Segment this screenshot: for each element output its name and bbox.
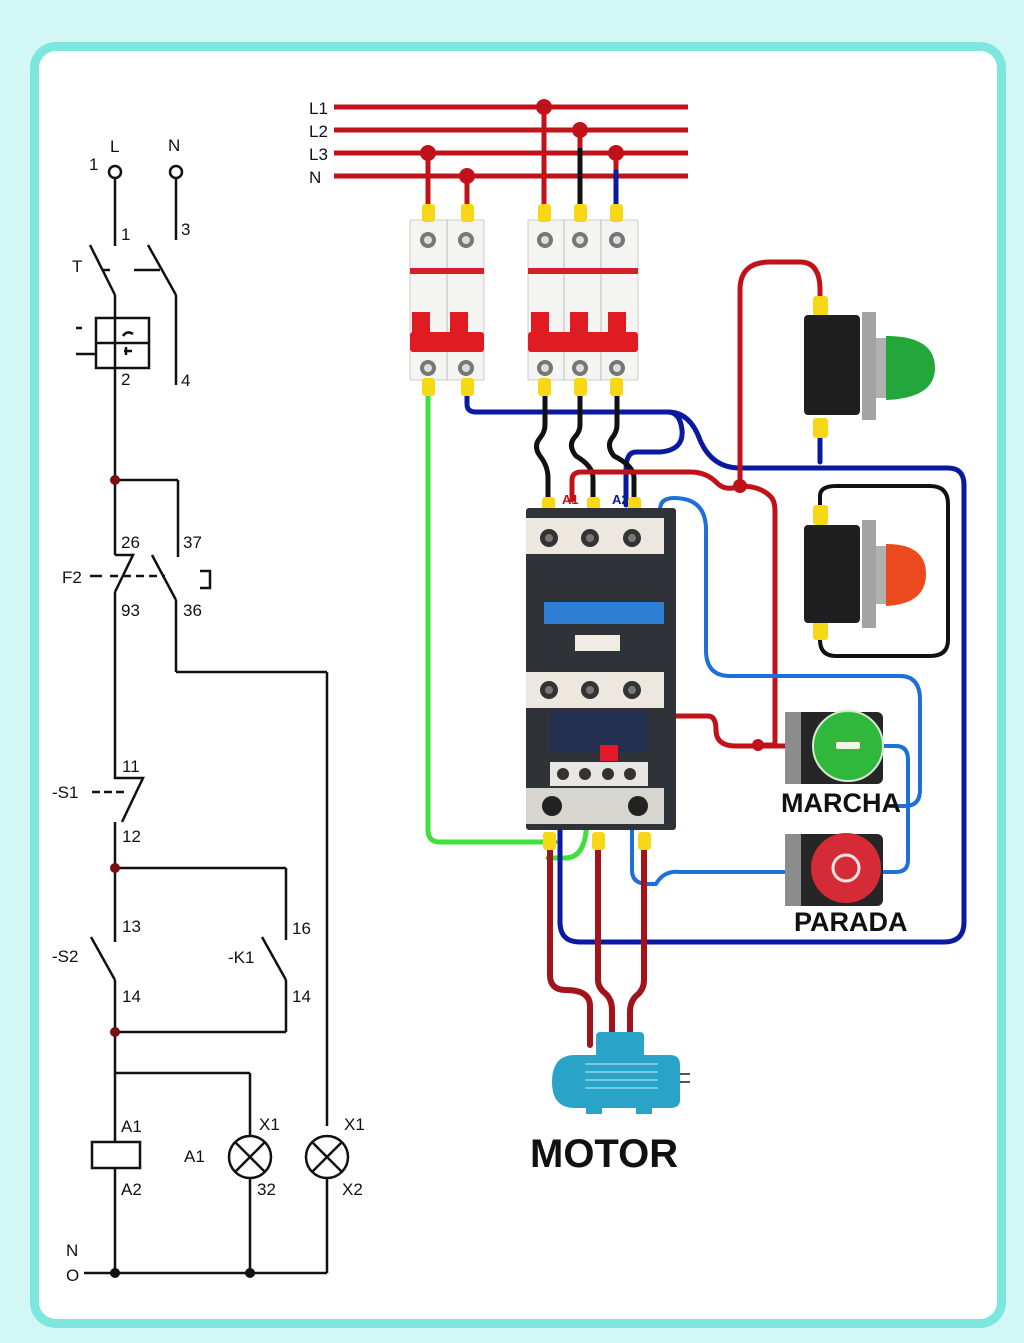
neutral-return-label: N (66, 1241, 78, 1260)
motor-lead-w (627, 842, 647, 1048)
junction-dots (110, 475, 255, 1278)
bus-label-l2: L2 (309, 122, 328, 141)
overload-nc-contact (113, 553, 135, 593)
wire-l3 (606, 392, 637, 503)
neutral-terminal (168, 164, 184, 180)
contactor-k1 (526, 508, 676, 830)
wire-control-red (569, 469, 778, 748)
motor-label: MOTOR (530, 1132, 678, 1176)
s1-label: -S1 (52, 783, 78, 802)
start-button-label: MARCHA (781, 788, 901, 818)
breaker-terminal-4: 4 (181, 371, 190, 390)
coil-a2-label: A2 (121, 1180, 142, 1199)
bus-labels: L1 L2 L3 N (309, 99, 328, 187)
f2-terminal-36: 36 (183, 601, 202, 620)
f2-terminal-93: 93 (121, 601, 140, 620)
pilot-light-red (804, 520, 926, 628)
coil-label-a2: A2 (612, 492, 629, 507)
breaker-2p (409, 219, 485, 381)
start-s2-contact (89, 936, 117, 981)
neutral-return-terminal: O (66, 1266, 79, 1285)
stop-button[interactable] (785, 833, 883, 906)
lamp2-bottom-label: X2 (342, 1180, 363, 1199)
coil-a1-label: A1 (121, 1117, 142, 1136)
bus-drops (425, 107, 619, 205)
breaker-3p (527, 219, 639, 381)
line-terminal (107, 164, 123, 180)
bus-label-l1: L1 (309, 99, 328, 118)
supply-number: 1 (89, 155, 98, 174)
s1-terminal-11: 11 (122, 757, 140, 776)
wire-neutral (464, 392, 967, 945)
breaker-terminal-1: 1 (121, 225, 130, 244)
wire-joint (752, 739, 764, 751)
k1-label: -K1 (228, 948, 254, 967)
wire-l1 (534, 392, 551, 503)
coil-labels: A1 A2 (562, 492, 629, 507)
lamp2-top-label: X1 (344, 1115, 365, 1134)
breaker-terminal-2: 2 (121, 370, 130, 389)
stop-s1-contact (113, 760, 145, 823)
s2-terminal-14: 14 (122, 987, 141, 1006)
motor-lead-u (547, 842, 593, 1048)
start-button[interactable] (785, 710, 884, 784)
terminal-ferrules (422, 204, 828, 850)
overload-relay (550, 712, 648, 752)
diagram-frame (30, 42, 1006, 1328)
line-label: L (110, 137, 119, 156)
contactor-coil (90, 1140, 142, 1170)
f2-label: F2 (62, 568, 82, 587)
f2-terminal-37: 37 (183, 533, 202, 552)
stop-button-label: PARADA (794, 907, 908, 937)
f2-terminal-26: 26 (121, 533, 140, 552)
wire-joint (733, 479, 747, 493)
breaker-terminal-3: 3 (181, 220, 190, 239)
wire-l2 (568, 392, 596, 503)
bus-taps (420, 99, 624, 184)
s2-terminal-13: 13 (122, 917, 141, 936)
schematic-labels: 1 L N T 1 3 2 4 F2 26 37 93 36 -S1 11 12… (52, 136, 365, 1285)
wire-control-blue (658, 496, 922, 808)
coil-label-a1: A1 (562, 492, 579, 507)
bus-label-l3: L3 (309, 145, 328, 164)
neutral-label: N (168, 136, 180, 155)
breaker-contact-2 (146, 244, 178, 296)
supply-busbars (334, 104, 688, 179)
motor (552, 1032, 690, 1114)
motor-lead-v (595, 842, 615, 1048)
k1-terminal-14: 14 (292, 987, 311, 1006)
wire-stop-loop (818, 484, 950, 658)
k1-holding-contact (260, 936, 288, 981)
s1-terminal-12: 12 (122, 827, 141, 846)
lamp1-top-label: X1 (259, 1115, 280, 1134)
overload-no-contact (150, 554, 178, 601)
ladder-schematic (76, 164, 350, 1275)
s2-label: -S2 (52, 947, 78, 966)
k1-terminal-16: 16 (292, 919, 311, 938)
breaker-label: T (72, 257, 82, 276)
pilot-light-green (804, 312, 935, 420)
bus-label-n: N (309, 168, 321, 187)
wires (425, 259, 967, 1048)
lamp1-bottom-label: 32 (257, 1180, 276, 1199)
lamp1-side-label: A1 (184, 1147, 205, 1166)
